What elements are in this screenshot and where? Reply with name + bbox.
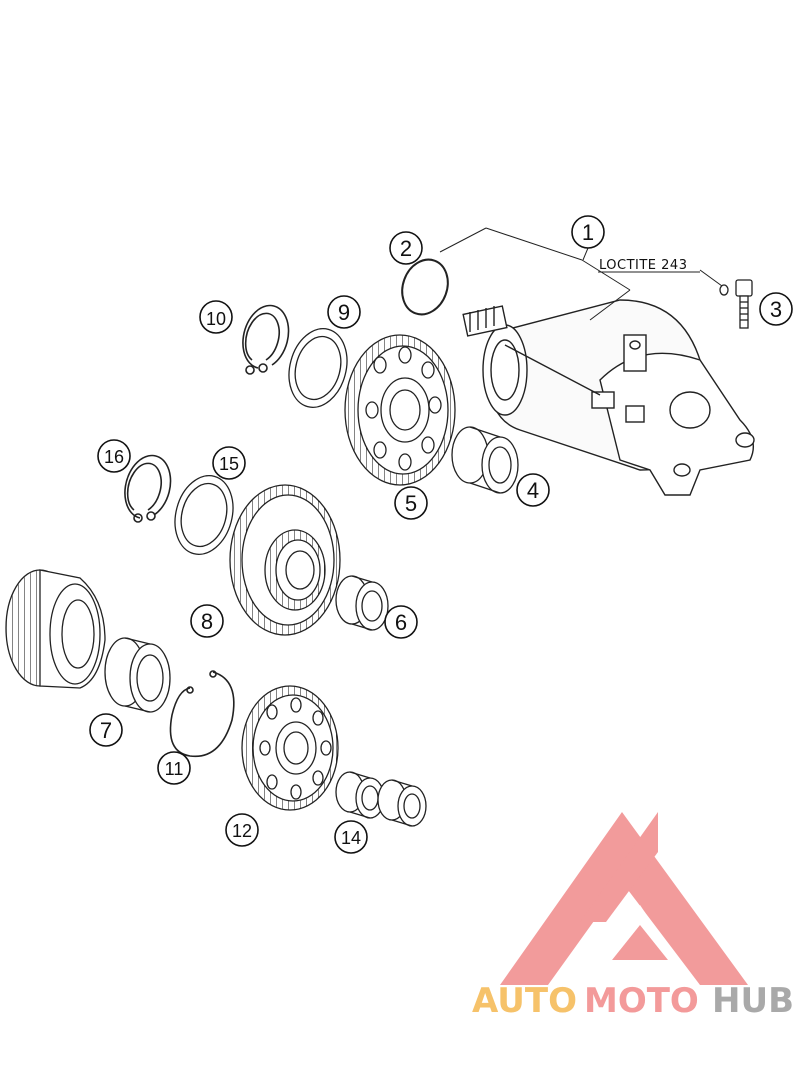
washer-9 bbox=[288, 328, 348, 408]
drive-gear bbox=[241, 685, 339, 811]
freewheel-bearing bbox=[104, 637, 171, 713]
o-ring bbox=[401, 258, 449, 316]
watermark-text-hub: HUB bbox=[712, 981, 794, 1021]
callout-5: 5 bbox=[394, 486, 428, 520]
watermark-text-moto: MOTO bbox=[584, 981, 699, 1021]
callout-11-label: 11 bbox=[165, 759, 184, 779]
callout-6-label: 6 bbox=[395, 610, 407, 635]
callout-2: 2 bbox=[389, 231, 423, 265]
callout-3: 3 bbox=[759, 292, 793, 326]
double-gear bbox=[229, 484, 341, 636]
callout-10: 10 bbox=[199, 300, 233, 334]
callout-4-label: 4 bbox=[527, 478, 539, 503]
callout-5-label: 5 bbox=[405, 491, 417, 516]
callout-15: 15 bbox=[212, 446, 246, 480]
callout-9-label: 9 bbox=[338, 300, 350, 325]
loctite-leader bbox=[699, 269, 723, 287]
watermark-mark bbox=[500, 812, 748, 985]
starter-motor bbox=[462, 299, 755, 496]
callouts: 1 2 3 4 5 6 7 8 9 10 11 12 14 15 16 bbox=[89, 215, 793, 854]
callout-2-label: 2 bbox=[400, 236, 412, 261]
circlip-16 bbox=[124, 454, 172, 523]
callout-7-label: 7 bbox=[100, 718, 112, 743]
callout-3-label: 3 bbox=[770, 297, 782, 322]
callout-12: 12 bbox=[225, 813, 259, 847]
needle-bearings-14 bbox=[335, 771, 427, 827]
callout-7: 7 bbox=[89, 713, 123, 747]
callout-12-label: 12 bbox=[232, 821, 252, 841]
callout-15-label: 15 bbox=[219, 454, 239, 474]
callout-1-leaders bbox=[439, 227, 631, 321]
callout-14-label: 14 bbox=[341, 828, 361, 848]
callout-6: 6 bbox=[384, 605, 418, 639]
callout-4: 4 bbox=[516, 473, 550, 507]
loctite-note: LOCTITE 243 bbox=[599, 258, 687, 273]
callout-14: 14 bbox=[334, 820, 368, 854]
circlip-11 bbox=[169, 670, 235, 758]
screw bbox=[719, 279, 753, 329]
watermark-text-auto: AUTO bbox=[472, 981, 577, 1021]
intermediate-gear bbox=[344, 334, 456, 486]
callout-1-label: 1 bbox=[582, 220, 594, 245]
callout-11: 11 bbox=[157, 751, 191, 785]
needle-bearing-6 bbox=[335, 575, 389, 631]
callout-16-label: 16 bbox=[104, 447, 124, 467]
callout-8: 8 bbox=[190, 604, 224, 638]
washer-15 bbox=[174, 475, 234, 555]
callout-8-label: 8 bbox=[201, 609, 213, 634]
freewheel-gear bbox=[5, 569, 106, 689]
needle-bearing bbox=[451, 426, 519, 494]
circlip-10 bbox=[242, 304, 290, 375]
callout-1: 1 bbox=[571, 215, 605, 249]
callout-9: 9 bbox=[327, 295, 361, 329]
callout-16: 16 bbox=[97, 439, 131, 473]
watermark-logo: AUTO MOTO HUB bbox=[472, 812, 794, 1021]
callout-10-label: 10 bbox=[206, 309, 226, 329]
